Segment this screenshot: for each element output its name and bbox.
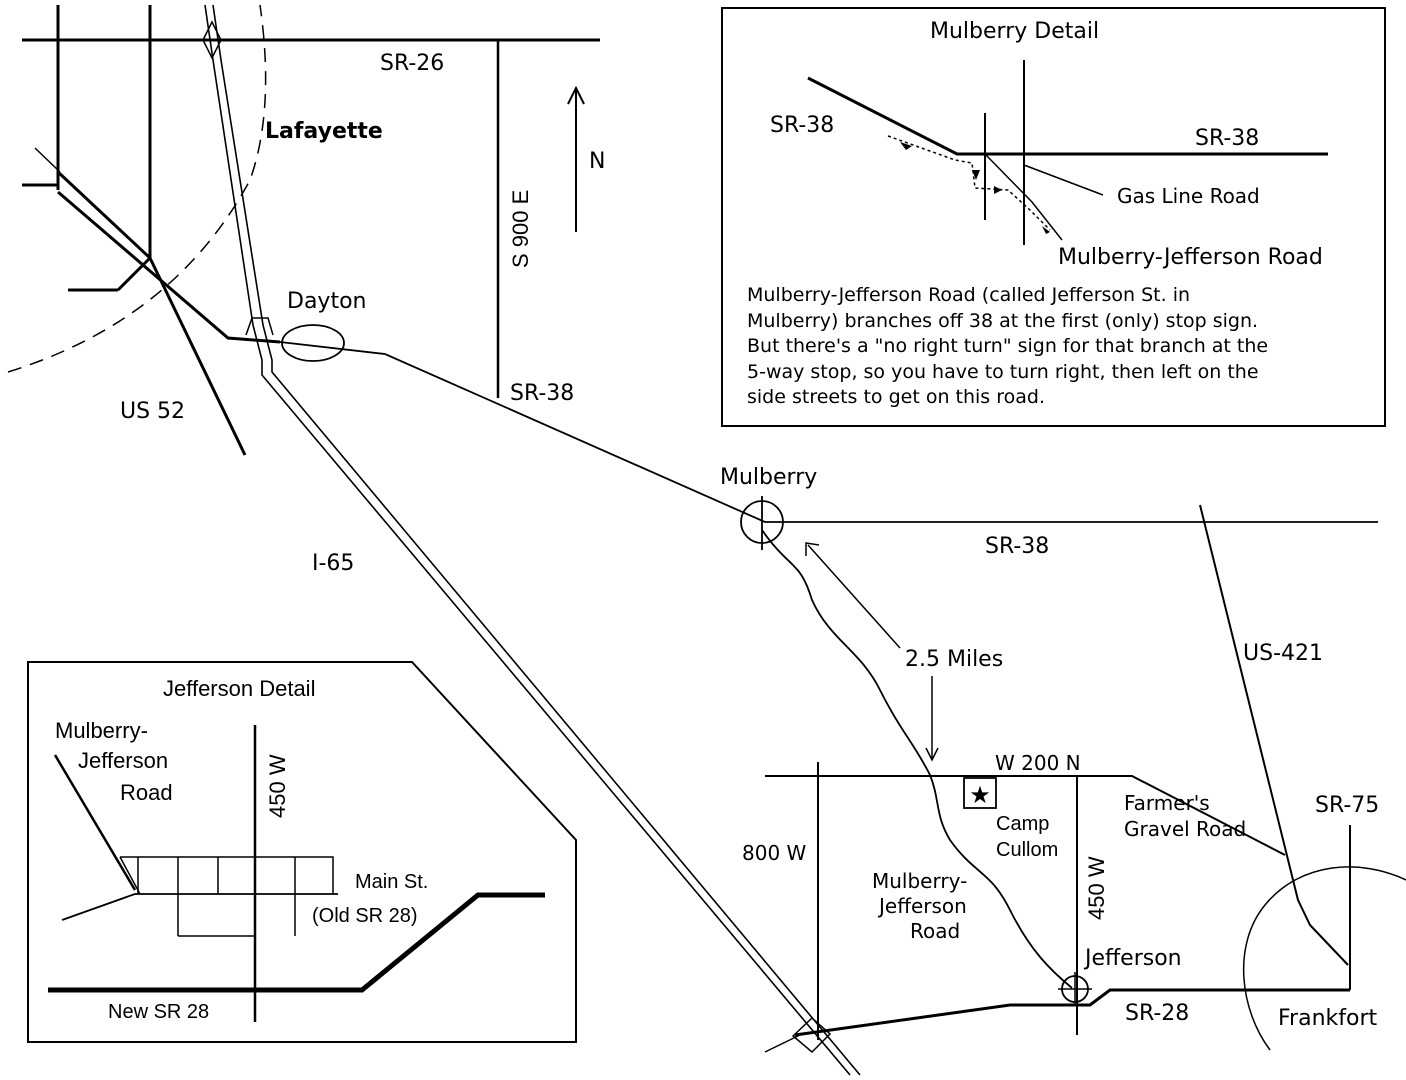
camp-star-icon: ★ xyxy=(969,781,991,809)
note-line: Mulberry-Jefferson Road (called Jefferso… xyxy=(747,284,1191,306)
label-north: N xyxy=(589,149,605,174)
jefferson-detail-old-sr28: (Old SR 28) xyxy=(312,905,418,927)
label-farmers-1: Farmer's xyxy=(1124,791,1210,815)
mulberry-detail-mj-road: Mulberry-Jefferson Road xyxy=(1058,245,1323,270)
note-line: But there's a "no right turn" sign for t… xyxy=(747,335,1269,357)
mulberry-detail-gas-line: Gas Line Road xyxy=(1117,184,1260,208)
north-arrow-icon xyxy=(567,85,585,232)
label-camp-2: Cullom xyxy=(996,839,1058,861)
frankfort-city-limit xyxy=(1242,866,1406,1051)
label-sr38-east: SR-38 xyxy=(985,534,1049,559)
label-jefferson: Jefferson xyxy=(1083,946,1182,971)
mulberry-detail-route-arrows xyxy=(900,142,1050,234)
w200n-road xyxy=(765,775,1286,856)
i65-highway xyxy=(204,4,861,1076)
label-sr28: SR-28 xyxy=(1125,1001,1189,1026)
distance-arrows xyxy=(805,542,939,762)
us421-road xyxy=(1199,504,1349,966)
i65-interchange-sr28 xyxy=(791,1016,832,1054)
lafayette-streets xyxy=(22,5,600,292)
dayton-marker xyxy=(281,324,345,362)
label-mj-1: Mulberry- xyxy=(872,869,967,893)
label-us421: US-421 xyxy=(1243,641,1323,666)
note-line: 5-way stop, so you have to turn right, t… xyxy=(747,360,1259,383)
mulberry-detail-route xyxy=(887,135,1051,231)
jefferson-detail-450w: 450 W xyxy=(265,754,290,818)
label-450w: 450 W xyxy=(1084,856,1109,920)
label-800w: 800 W xyxy=(742,841,807,865)
label-sr26: SR-26 xyxy=(380,51,444,76)
jefferson-detail-roads xyxy=(48,725,545,1022)
mulberry-detail-roads xyxy=(807,60,1328,245)
label-frankfort: Frankfort xyxy=(1278,1006,1378,1031)
i65-interchange-dayton xyxy=(245,317,274,336)
label-s900e: S 900 E xyxy=(508,190,533,268)
jefferson-detail-mj-1: Mulberry- xyxy=(55,718,148,743)
label-farmers-2: Gravel Road xyxy=(1124,817,1246,841)
mulberry-detail-sr38-right: SR-38 xyxy=(1195,126,1259,151)
jefferson-crosshair-icon xyxy=(1058,972,1092,1006)
mulberry-jefferson-road xyxy=(761,529,1073,989)
mulberry-detail-sr38-left: SR-38 xyxy=(770,113,834,138)
label-w200n: W 200 N xyxy=(995,751,1081,775)
label-mulberry: Mulberry xyxy=(720,465,817,490)
mulberry-detail-note: Mulberry-Jefferson Road (called Jefferso… xyxy=(747,283,1377,411)
sr38-road xyxy=(279,341,1378,523)
jefferson-detail-mj-2: Jefferson xyxy=(78,748,168,773)
sr28-road xyxy=(794,988,1350,1037)
camp-cullom-marker xyxy=(963,777,997,809)
note-line: Mulberry) branches off 38 at the first (… xyxy=(747,309,1259,332)
jefferson-detail-main-st: Main St. xyxy=(355,871,428,893)
jefferson-detail-new-sr28: New SR 28 xyxy=(108,1001,209,1023)
i65-interchange-lafayette xyxy=(202,20,222,60)
label-sr38-west: SR-38 xyxy=(510,381,574,406)
label-lafayette: Lafayette xyxy=(265,119,383,144)
label-sr75: SR-75 xyxy=(1315,793,1379,818)
mulberry-detail-title: Mulberry Detail xyxy=(930,19,1099,44)
label-us52: US 52 xyxy=(120,399,185,424)
lafayette-city-limit xyxy=(7,4,267,373)
label-camp-1: Camp xyxy=(996,813,1049,835)
label-i65: I-65 xyxy=(312,551,354,576)
lafayette-minor-road xyxy=(34,147,61,173)
label-distance: 2.5 Miles xyxy=(905,647,1003,672)
label-mj-2: Jefferson xyxy=(877,894,967,918)
jefferson-detail-mj-3: Road xyxy=(120,780,173,805)
us52-road xyxy=(56,170,281,456)
jefferson-detail-box xyxy=(27,661,577,1043)
mulberry-crosshair-icon xyxy=(740,496,784,550)
mulberry-detail-box xyxy=(721,7,1386,427)
label-mj-3: Road xyxy=(910,919,960,943)
note-line: side streets to get on this road. xyxy=(747,386,1046,408)
jefferson-detail-title: Jefferson Detail xyxy=(163,676,315,701)
label-dayton: Dayton xyxy=(287,289,366,314)
